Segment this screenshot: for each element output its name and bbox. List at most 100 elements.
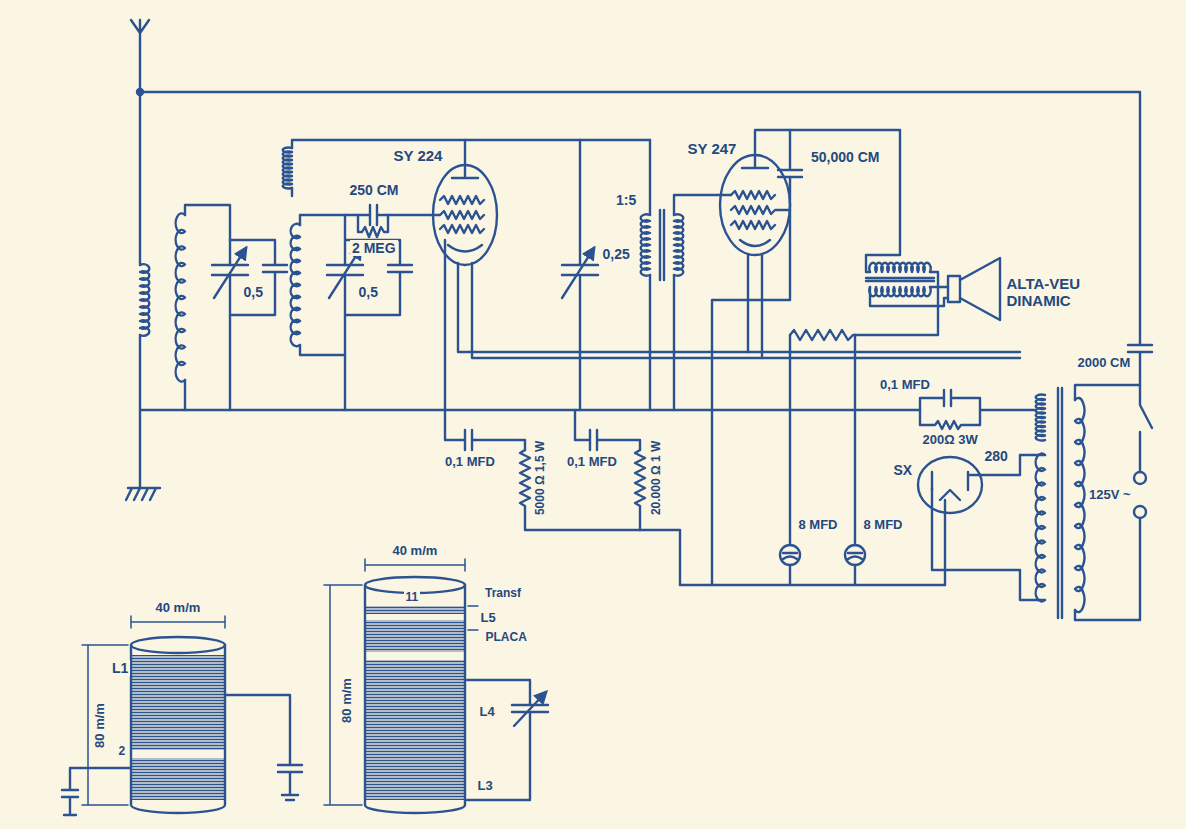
power-supply	[1036, 454, 1045, 602]
coil-drawing	[131, 645, 225, 813]
power-supply	[140, 92, 1152, 620]
antenna-circuit	[140, 264, 149, 335]
filament-wiring	[458, 263, 1020, 358]
detector-circuit	[370, 205, 440, 225]
output-stage	[869, 287, 930, 296]
supply-voltage: 125V ~	[1087, 488, 1133, 503]
dimension-label: 80 m/m	[92, 701, 107, 750]
detector-circuit	[440, 211, 484, 219]
power-supply	[780, 545, 800, 565]
audio-transformer	[674, 214, 683, 275]
output-stage	[731, 221, 775, 229]
detector-circuit	[635, 450, 645, 530]
power-supply	[790, 330, 855, 340]
power-supply	[1058, 388, 1062, 618]
coil-label: 11	[404, 591, 421, 605]
capacitor-value: 250 CM	[348, 182, 401, 198]
capacitor-value: 50,000 CM	[809, 149, 881, 165]
coil-drawing	[365, 606, 465, 614]
coil-drawing	[365, 620, 465, 652]
capacitor-value: 8 MFD	[862, 518, 905, 533]
output-stage	[948, 276, 960, 302]
filament-wiring	[140, 409, 920, 411]
output-stage	[742, 130, 900, 272]
antenna-circuit	[176, 213, 185, 381]
filament-wiring	[920, 410, 1036, 429]
antenna-circuit	[230, 240, 287, 315]
detector-circuit	[358, 215, 388, 237]
tube-type: 280	[983, 448, 1010, 464]
dimension-label: 80 m/m	[339, 676, 354, 725]
coil-drawing	[365, 660, 465, 800]
coil-label: Transf	[483, 587, 523, 601]
coil-label: L3	[476, 779, 495, 794]
dimension-label: 40 m/m	[391, 544, 440, 559]
power-supply	[1075, 518, 1140, 620]
tube-type: SY 224	[392, 147, 445, 164]
detector-circuit	[283, 148, 292, 189]
antenna-circuit	[131, 20, 149, 45]
coil-drawing	[131, 616, 225, 628]
resistor-value: 2 MEG	[350, 240, 398, 256]
coil-drawing	[514, 692, 546, 726]
coil-drawing	[365, 585, 465, 813]
capacitor-value: 2000 CM	[1076, 356, 1133, 371]
power-supply	[1134, 472, 1146, 484]
power-supply	[845, 545, 865, 565]
detector-circuit	[344, 215, 346, 410]
filament-wiring	[920, 390, 980, 410]
detector-circuit	[345, 240, 412, 315]
output-stage	[855, 272, 938, 335]
capacitor-value: 0,25	[601, 246, 632, 262]
coil-drawing	[62, 768, 131, 815]
radio-schematic	[62, 20, 1152, 815]
detector-circuit	[292, 140, 650, 196]
detector-circuit	[448, 245, 482, 252]
power-supply	[1134, 506, 1146, 518]
coil-drawing	[467, 680, 548, 800]
capacitor-value: 0,5	[357, 284, 380, 300]
output-stage	[870, 287, 948, 306]
power-supply	[932, 472, 968, 500]
detector-circuit	[440, 225, 484, 233]
capacitor-value: 0,1 MFD	[443, 455, 497, 470]
output-stage	[960, 258, 1000, 320]
detector-circuit	[562, 248, 594, 298]
power-supply	[1075, 398, 1084, 612]
output-stage	[869, 263, 930, 272]
speaker-label: ALTA-VEU DINAMIC	[1005, 275, 1104, 310]
power-supply	[140, 92, 1152, 472]
capacitor-value: 8 MFD	[797, 518, 840, 533]
coil-drawing	[324, 585, 362, 805]
power-supply	[783, 553, 862, 559]
output-stage	[866, 278, 934, 281]
coil-label: L5	[479, 611, 498, 626]
tube-type: SX	[892, 462, 915, 478]
power-supply	[680, 335, 945, 585]
dimension-label: 40 m/m	[154, 601, 203, 616]
resistor-value: 5000 Ω 1,5 W	[534, 439, 548, 517]
power-supply	[1075, 385, 1140, 400]
audio-transformer	[660, 210, 664, 280]
detector-circuit	[291, 224, 300, 346]
output-stage	[731, 206, 790, 214]
power-supply	[932, 488, 1045, 600]
coil-drawing	[131, 637, 225, 653]
transformer-ratio: 1:5	[614, 192, 638, 208]
coil-drawing	[131, 758, 225, 800]
filament-wiring	[748, 254, 762, 358]
power-supply	[918, 457, 982, 513]
audio-transformer	[641, 214, 650, 275]
tube-type: SY 247	[686, 140, 739, 157]
detector-circuit	[452, 140, 478, 178]
resistor-value: 20.000 Ω 1 W	[650, 439, 664, 517]
coil-label: 2	[117, 745, 128, 759]
audio-transformer	[641, 140, 731, 410]
antenna-circuit	[185, 205, 230, 410]
antenna-circuit	[139, 45, 141, 488]
coil-drawing	[225, 695, 302, 800]
power-supply	[944, 500, 946, 585]
